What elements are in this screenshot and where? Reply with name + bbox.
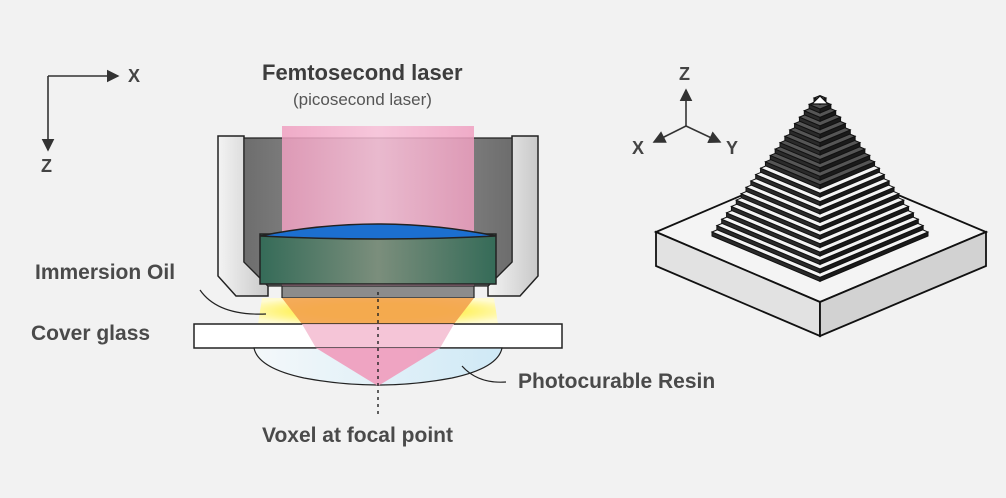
printed-pyramid [710, 94, 930, 283]
laser-title: Femtosecond laser [262, 60, 463, 85]
immersion-oil-leader [199, 289, 267, 315]
pyramid-apex [810, 95, 830, 105]
axis3d-z-label: Z [679, 64, 690, 84]
resin-leader [461, 365, 507, 383]
cover-glass-label: Cover glass [31, 322, 151, 345]
immersion-oil-label: Immersion Oil [35, 261, 176, 284]
base-right-face [819, 230, 987, 338]
axis-2d [41, 69, 120, 152]
focus-cone-oil [282, 298, 474, 324]
focus-cone-resin [316, 348, 440, 386]
lens-body [259, 233, 497, 285]
axis3d-y-label: Y [726, 138, 739, 158]
axis-3d [652, 88, 722, 144]
axis-z-label: Z [41, 156, 52, 176]
lens-top-surface [259, 223, 497, 240]
lens [259, 223, 497, 285]
voxel-label: Voxel at focal point [262, 424, 453, 447]
laser-subtitle: (picosecond laser) [293, 90, 432, 109]
photocurable-resin-label: Photocurable Resin [518, 370, 716, 393]
axis3d-x-label: X [632, 138, 645, 158]
axis3d-y-arrow [685, 125, 722, 144]
axis3d-x-arrow [652, 125, 687, 143]
axis-x-label: X [128, 66, 141, 86]
